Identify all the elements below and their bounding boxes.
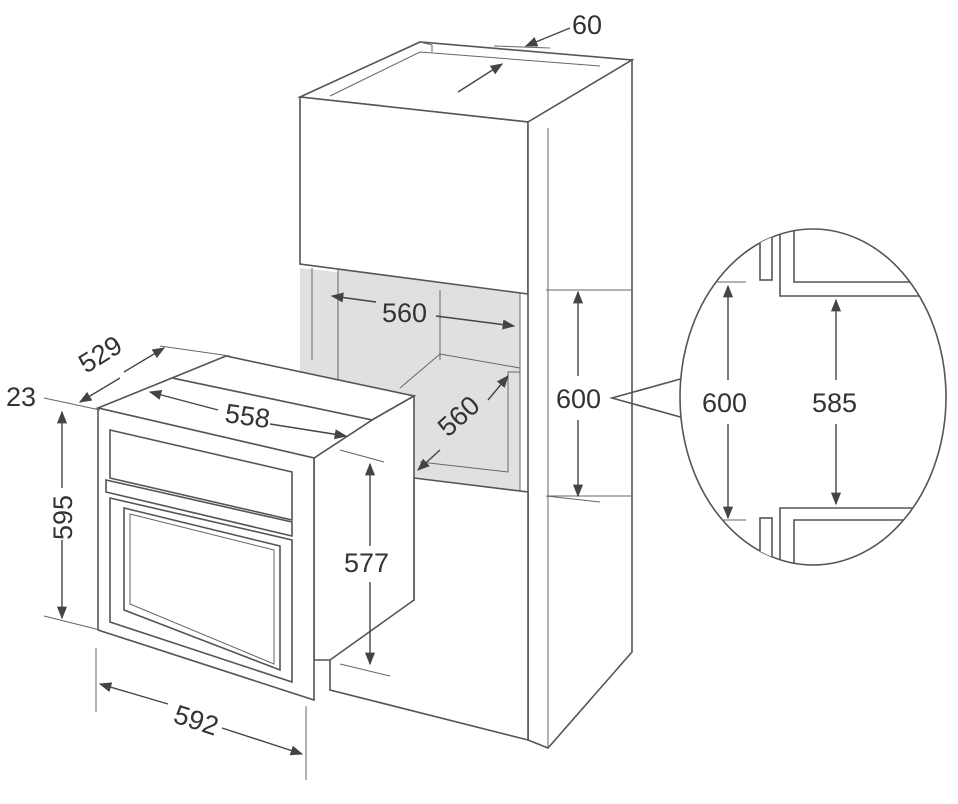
label-oven-body-width: 558 xyxy=(223,398,272,434)
extension-lines xyxy=(43,45,601,780)
detail-circle xyxy=(679,228,947,566)
arrow-560-width-right xyxy=(435,315,516,330)
upper-front xyxy=(299,96,529,295)
oven xyxy=(95,355,417,702)
dimension-arrows xyxy=(56,27,584,756)
label-oven-depth: 529 xyxy=(73,330,127,379)
label-oven-height: 595 xyxy=(48,495,78,540)
label-niche-width: 560 xyxy=(382,298,427,328)
label-niche-height: 600 xyxy=(556,384,601,414)
arrow-560-depth xyxy=(417,449,441,471)
label-oven-body-height: 577 xyxy=(344,548,389,578)
arrow-529 xyxy=(78,377,121,403)
label-front-depth: 23 xyxy=(6,382,36,412)
arrow-558-left xyxy=(148,390,219,411)
oven-panel xyxy=(109,428,293,522)
oven-window xyxy=(123,506,281,672)
label-panel-depth: 60 xyxy=(572,10,602,40)
oven-handle xyxy=(105,478,293,538)
label-oven-width: 592 xyxy=(170,699,222,741)
arrow-592-left xyxy=(98,682,169,705)
arrow-560-width-left xyxy=(330,292,377,303)
arrow-60 xyxy=(457,63,504,93)
label-detail-clear: 585 xyxy=(812,388,857,418)
arrow-592-right xyxy=(221,727,304,756)
detail-callout: 600 585 xyxy=(609,228,947,566)
arrow-558-right xyxy=(269,423,348,440)
callout-pointer xyxy=(609,377,685,419)
oven-window-inner xyxy=(129,513,275,665)
label-detail-opening: 600 xyxy=(702,388,747,418)
